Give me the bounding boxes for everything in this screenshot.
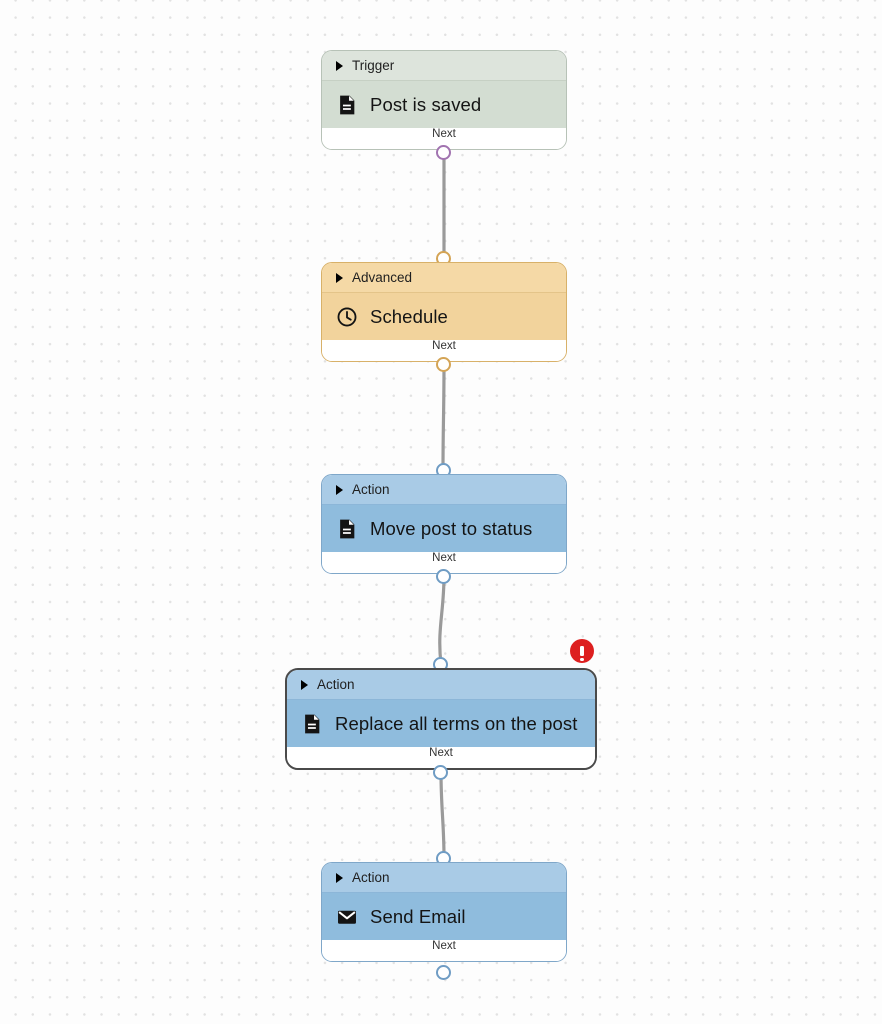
- node-body[interactable]: Replace all terms on the post: [287, 700, 595, 747]
- next-label: Next: [429, 747, 453, 759]
- envelope-icon: [338, 910, 356, 924]
- node-title: Schedule: [370, 305, 448, 327]
- expand-triangle-icon[interactable]: [336, 872, 343, 883]
- node-category-label: Action: [352, 870, 390, 885]
- node-header[interactable]: Trigger: [322, 51, 566, 81]
- workflow-node-trigger[interactable]: Trigger Post is saved Next: [321, 50, 567, 150]
- next-label: Next: [432, 128, 456, 140]
- workflow-node-action-move-post[interactable]: Action Move post to status Next: [321, 474, 567, 574]
- expand-triangle-icon[interactable]: [301, 679, 308, 690]
- workflow-node-advanced[interactable]: Advanced Schedule Next: [321, 262, 567, 362]
- document-icon: [305, 714, 320, 733]
- node-header[interactable]: Action: [322, 475, 566, 505]
- output-port-trigger[interactable]: [436, 145, 451, 160]
- exclamation-mark-icon: [580, 646, 585, 662]
- node-header[interactable]: Action: [322, 863, 566, 893]
- next-label: Next: [432, 340, 456, 352]
- node-header[interactable]: Action: [287, 670, 595, 700]
- next-label: Next: [432, 552, 456, 564]
- node-footer: Next: [322, 940, 566, 961]
- workflow-node-action-send-email[interactable]: Action Send Email Next: [321, 862, 567, 962]
- node-body[interactable]: Schedule: [322, 293, 566, 340]
- connector-move-post-to-replace-terms: [438, 575, 446, 665]
- document-icon: [340, 95, 355, 114]
- error-badge[interactable]: [570, 639, 594, 663]
- node-footer: Next: [322, 340, 566, 361]
- connector-replace-terms-to-send-email: [439, 771, 446, 859]
- node-footer: Next: [287, 747, 595, 768]
- output-port-move-post[interactable]: [436, 569, 451, 584]
- node-header[interactable]: Advanced: [322, 263, 566, 293]
- document-icon: [340, 519, 355, 538]
- expand-triangle-icon[interactable]: [336, 484, 343, 495]
- output-port-replace-terms[interactable]: [433, 765, 448, 780]
- node-title: Send Email: [370, 905, 466, 927]
- node-body[interactable]: Move post to status: [322, 505, 566, 552]
- node-category-label: Action: [317, 677, 355, 692]
- node-category-label: Action: [352, 482, 390, 497]
- node-body[interactable]: Send Email: [322, 893, 566, 940]
- clock-icon: [337, 307, 357, 326]
- node-body[interactable]: Post is saved: [322, 81, 566, 128]
- node-category-label: Trigger: [352, 58, 395, 73]
- node-title: Move post to status: [370, 517, 533, 539]
- node-category-label: Advanced: [352, 270, 413, 285]
- connector-advanced-to-move-post: [441, 363, 446, 471]
- expand-triangle-icon[interactable]: [336, 60, 343, 71]
- node-title: Replace all terms on the post: [335, 712, 578, 734]
- expand-triangle-icon[interactable]: [336, 272, 343, 283]
- node-title: Post is saved: [370, 93, 482, 115]
- output-port-advanced[interactable]: [436, 357, 451, 372]
- node-footer: Next: [322, 128, 566, 149]
- workflow-node-action-replace-terms[interactable]: Action Replace all terms on the post Nex…: [285, 668, 597, 770]
- next-label: Next: [432, 940, 456, 952]
- output-port-send-email[interactable]: [436, 965, 451, 980]
- node-footer: Next: [322, 552, 566, 573]
